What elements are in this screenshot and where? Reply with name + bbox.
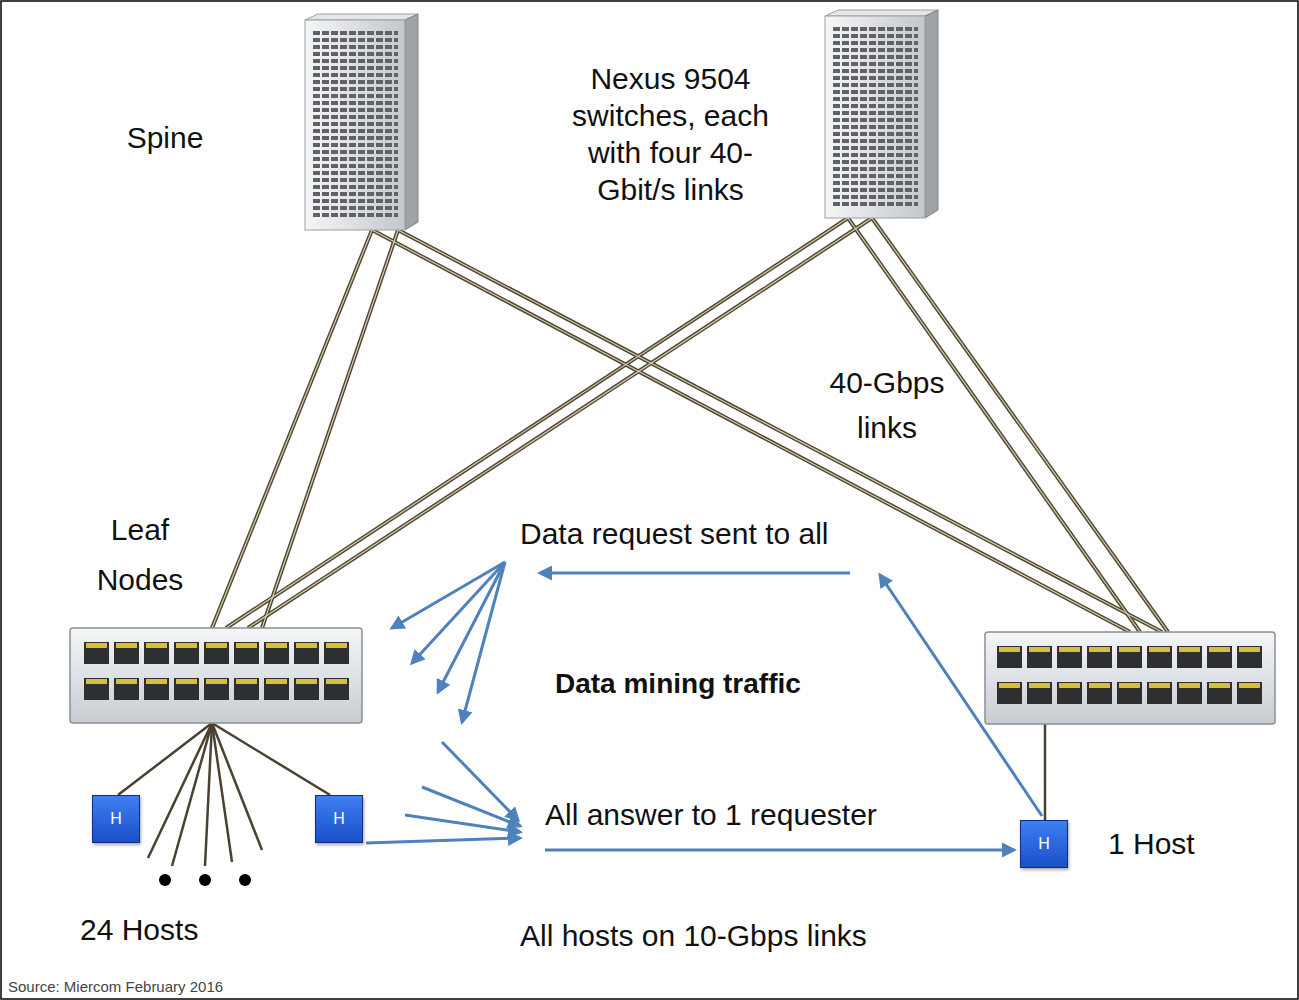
answer-arrow [442, 742, 518, 820]
switch-note: Nexus 9504 switches, each with four 40-G… [553, 60, 788, 208]
leaf-switch-ports [82, 640, 352, 712]
spine-switch-ports [312, 30, 398, 220]
tier-label: Spine [110, 120, 220, 156]
request-arrow [540, 572, 850, 575]
leaf-switch [70, 628, 362, 723]
spine-link-outline [212, 218, 1168, 632]
link-note: All hosts on 10-Gbps links [520, 918, 867, 954]
ellipsis-dot [199, 874, 211, 886]
spine-switch-ports [832, 26, 918, 209]
host-box: H [1020, 820, 1068, 868]
host-box: H [92, 795, 140, 843]
leaf-switch-ports [995, 644, 1265, 716]
flow-label: All answer to 1 requester [545, 797, 877, 833]
request-fan-arrow [462, 562, 505, 722]
host-box: H [315, 795, 363, 843]
spine-switch [305, 20, 405, 230]
leaf-switch [985, 632, 1275, 724]
answer-arrow [366, 838, 520, 843]
host-wire [212, 723, 262, 850]
flow-label: Data request sent to all [520, 516, 829, 552]
ellipsis-dot [239, 874, 251, 886]
traffic-heading: Data mining traffic [555, 667, 801, 701]
host-count: 24 Hosts [80, 912, 198, 948]
traffic-arrows [366, 562, 1042, 850]
host-wire [1044, 724, 1047, 820]
host-count: 1 Host [1108, 826, 1195, 862]
link-note: 40-Gbps links [817, 360, 957, 450]
spine-switch-top [825, 10, 938, 16]
spine-switch-side [925, 10, 938, 218]
answer-arrow [545, 849, 1014, 852]
spine-switch-top [305, 14, 418, 20]
tier-label: Leaf Nodes [80, 505, 200, 605]
host-label: H [110, 810, 122, 828]
host-wires [118, 723, 1045, 866]
host-wire [212, 723, 232, 862]
ellipsis-dot [159, 874, 171, 886]
source-note: Source: Miercom February 2016 [8, 978, 223, 996]
host-wire [212, 723, 330, 795]
host-wire [118, 723, 212, 795]
request-fan-arrow [438, 562, 505, 692]
host-wire [172, 723, 212, 866]
answer-arrow [405, 815, 520, 832]
spine-switch-side [405, 14, 418, 230]
host-wire [205, 723, 212, 866]
host-label: H [333, 810, 345, 828]
host-label: H [1038, 835, 1050, 853]
spine-link-core [212, 218, 1168, 632]
request-arrow [880, 575, 1042, 816]
spine-switch [825, 16, 925, 218]
